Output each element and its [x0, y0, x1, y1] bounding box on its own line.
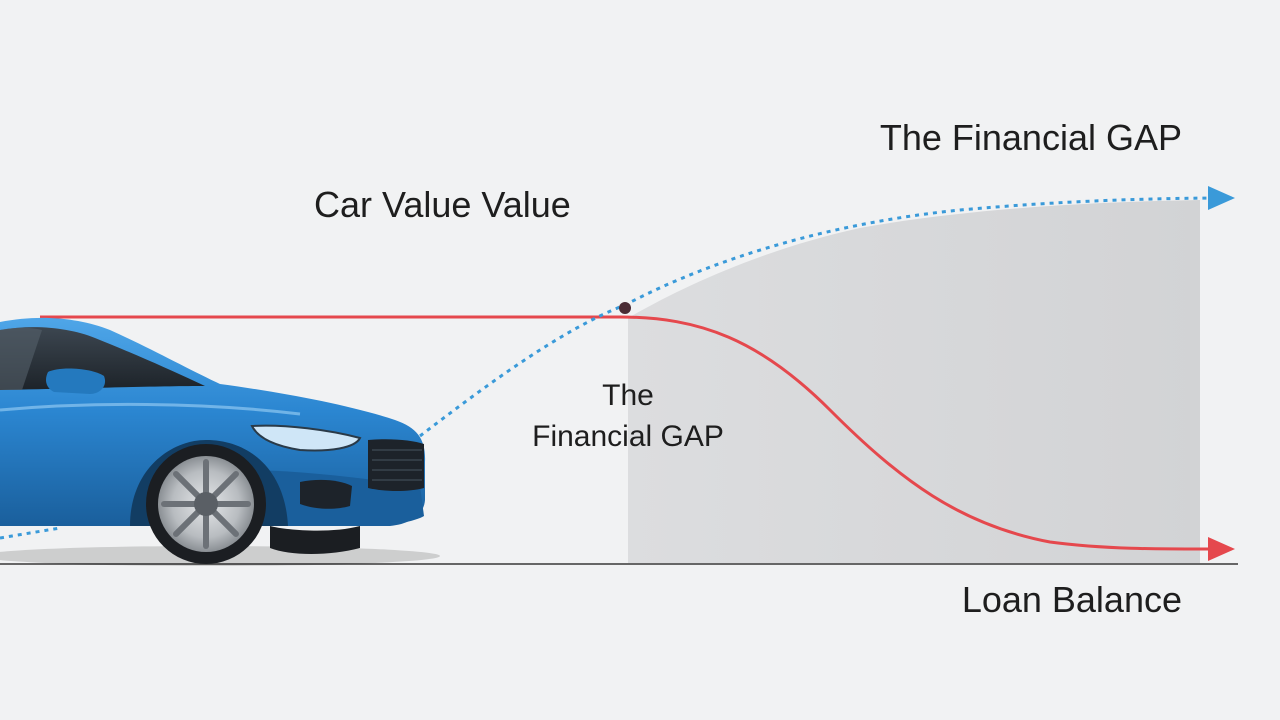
gap-area	[628, 200, 1200, 563]
financial-gap-center-line2: Financial GAP	[532, 419, 724, 453]
financial-gap-title: The Financial GAP	[879, 117, 1182, 158]
car-value-label: Car Value Value	[314, 184, 571, 225]
financial-gap-center-label: The Financial GAP	[518, 376, 738, 457]
car-value-line	[419, 186, 1235, 438]
car-value-line-left	[0, 526, 61, 540]
financial-gap-center-line1: The	[602, 379, 654, 412]
loan-balance-label: Loan Balance	[961, 579, 1182, 620]
car-illustration	[0, 317, 440, 566]
intersection-dot	[619, 302, 631, 314]
loan-balance-line	[40, 315, 1235, 562]
